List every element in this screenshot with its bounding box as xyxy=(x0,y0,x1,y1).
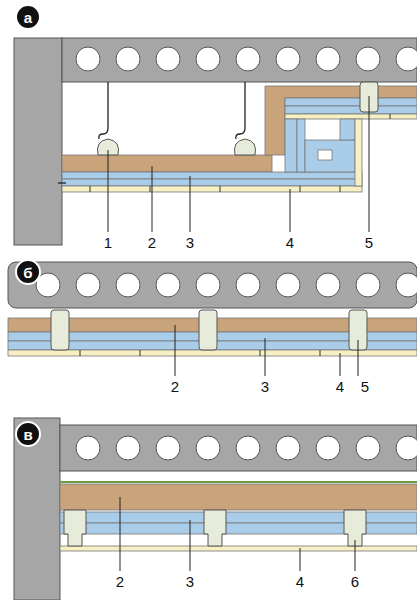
slab-hole xyxy=(76,47,100,71)
slab-hole xyxy=(356,273,380,297)
hanger-clip xyxy=(234,139,255,155)
slab-hole xyxy=(116,436,140,460)
slab-hole xyxy=(356,47,380,71)
slab-hole xyxy=(316,436,340,460)
slab-hole xyxy=(356,436,380,460)
callout-number: 6 xyxy=(351,574,359,589)
slab-hole xyxy=(156,47,180,71)
callout-number: 4 xyxy=(296,574,304,589)
slab-hole xyxy=(316,273,340,297)
panel-letter: а xyxy=(24,10,32,25)
callout-number: 5 xyxy=(361,379,369,394)
callout-number: 2 xyxy=(148,235,156,250)
panel-badge: а xyxy=(15,4,41,30)
callout-number: 4 xyxy=(336,379,344,394)
slab-hole xyxy=(276,436,300,460)
slab-hole xyxy=(156,273,180,297)
slab-hole xyxy=(196,436,220,460)
panel-letter: в xyxy=(23,427,32,442)
profile-6 xyxy=(204,510,226,546)
slab-hole xyxy=(116,273,140,297)
direct-bracket xyxy=(199,310,217,350)
slab-hole xyxy=(236,273,260,297)
direct-bracket xyxy=(51,310,69,350)
slab-hole xyxy=(276,273,300,297)
callout-number: 3 xyxy=(186,574,194,589)
slab-hole xyxy=(76,436,100,460)
slab-hole xyxy=(156,436,180,460)
callout-number: 5 xyxy=(365,235,373,250)
callout-number: 1 xyxy=(104,235,112,250)
slab-hole xyxy=(116,47,140,71)
callout-number: 2 xyxy=(116,574,124,589)
slab-hole xyxy=(396,436,417,460)
slab-hole xyxy=(396,273,417,297)
callout-number: 3 xyxy=(186,235,194,250)
finish-board xyxy=(60,546,417,551)
slab-hole xyxy=(396,47,417,71)
hollow-slab xyxy=(60,425,417,471)
callout-number: 3 xyxy=(261,379,269,394)
mineral-wool xyxy=(60,484,417,510)
panel-badge: в xyxy=(15,421,41,447)
gypsum-board xyxy=(62,179,362,186)
panel-badge: б xyxy=(15,259,41,285)
panel-letter: б xyxy=(23,265,32,280)
slab-hole xyxy=(236,436,260,460)
hollow-slab xyxy=(8,262,417,308)
callout-number: 2 xyxy=(171,379,179,394)
slab-hole xyxy=(276,47,300,71)
wall xyxy=(14,38,62,245)
finish-board xyxy=(8,350,417,356)
slab-hole xyxy=(196,273,220,297)
slab-hole xyxy=(76,273,100,297)
slab-hole xyxy=(316,47,340,71)
wall xyxy=(14,418,60,600)
hollow-slab xyxy=(62,38,417,82)
callout-number: 4 xyxy=(286,235,294,250)
slab-hole xyxy=(236,47,260,71)
profile-6 xyxy=(64,510,86,546)
mineral-wool xyxy=(62,155,272,172)
slab-hole xyxy=(196,47,220,71)
finish-board xyxy=(62,186,362,192)
